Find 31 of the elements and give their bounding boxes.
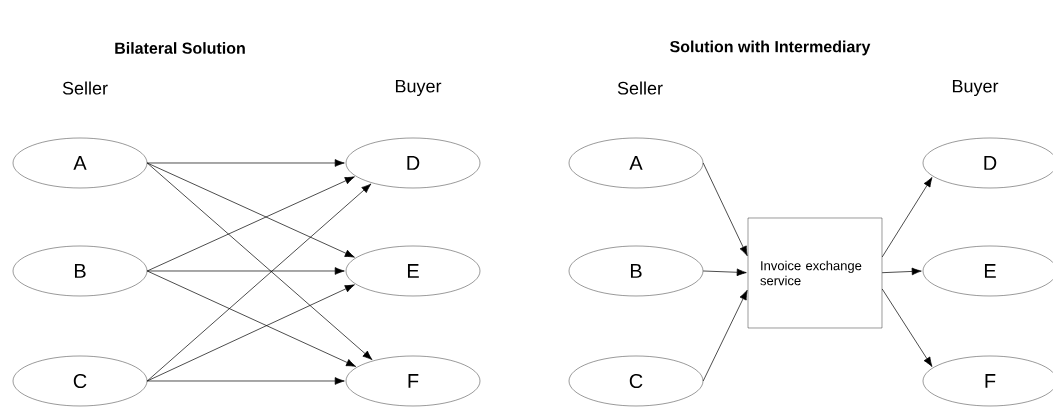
- column-label: Buyer: [952, 79, 999, 97]
- ellipse-node: F: [345, 355, 481, 407]
- arrow: [146, 270, 357, 367]
- ellipse-node: B: [568, 245, 704, 297]
- arrow: [881, 177, 933, 258]
- ellipse-node: C: [12, 355, 148, 407]
- column-label: Seller: [62, 81, 108, 95]
- ellipse-node: D: [345, 137, 481, 189]
- arrow: [702, 268, 747, 277]
- arrow: [146, 162, 373, 361]
- ellipse-node: E: [345, 245, 481, 297]
- arrow: [146, 162, 355, 258]
- ellipse-node: A: [568, 137, 704, 189]
- arrow: [146, 183, 372, 382]
- arrow: [146, 159, 345, 167]
- arrow: [146, 284, 355, 382]
- heading: Solution with Intermediary: [670, 40, 871, 56]
- column-label: Buyer: [395, 79, 442, 97]
- arrow: [881, 288, 933, 367]
- process-box: Invoice exchange service: [747, 217, 883, 329]
- arrow: [146, 176, 355, 272]
- ellipse-node: C: [568, 355, 704, 407]
- arrow: [702, 289, 748, 382]
- ellipse-node: B: [12, 245, 148, 297]
- column-label: Seller: [617, 81, 663, 95]
- arrow: [881, 267, 922, 276]
- ellipse-node: A: [12, 137, 148, 189]
- arrow: [146, 267, 345, 275]
- arrow: [146, 377, 345, 385]
- arrow: [702, 162, 748, 256]
- heading: Bilateral Solution: [115, 42, 245, 54]
